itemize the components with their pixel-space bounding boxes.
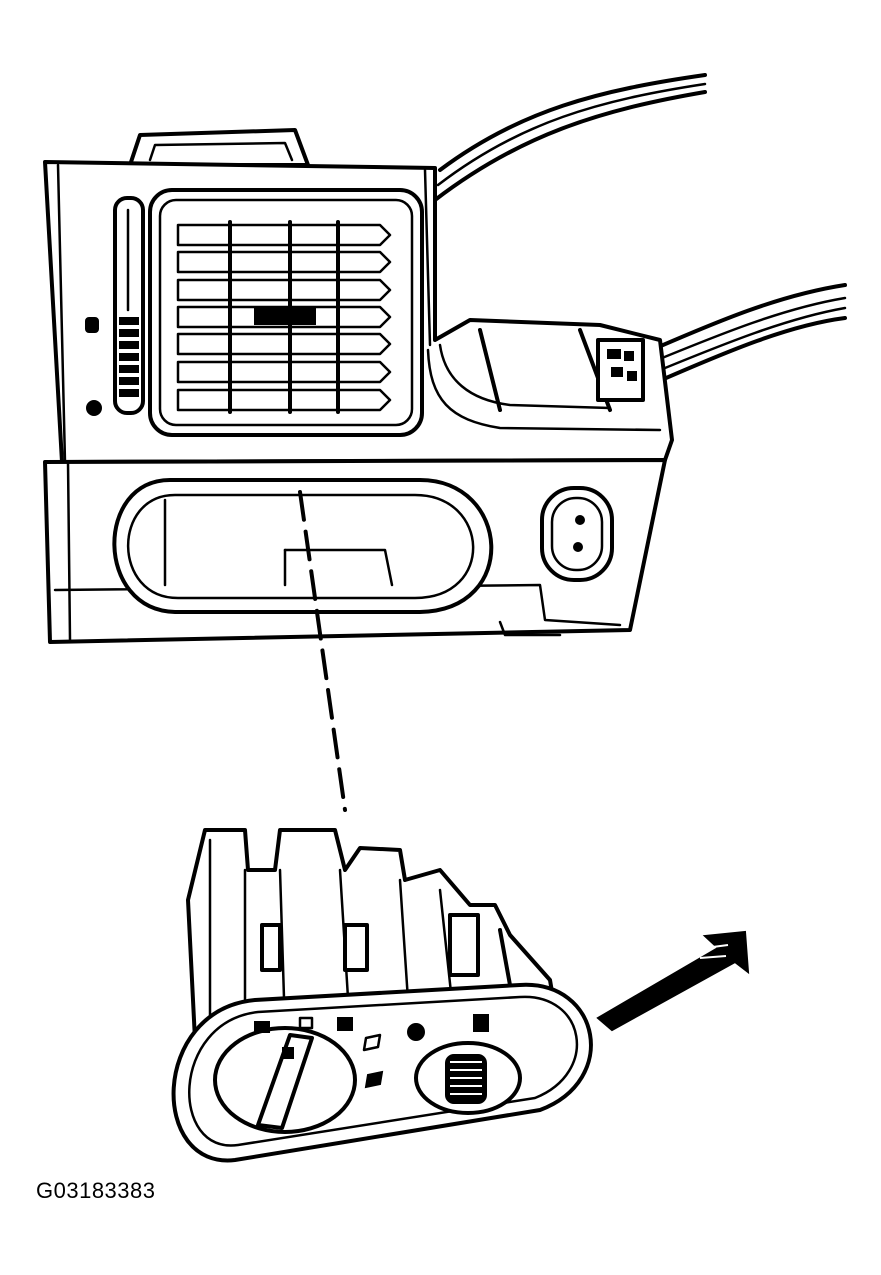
indicator-icon bbox=[473, 1014, 489, 1032]
parking-lamp-icon bbox=[254, 1021, 270, 1033]
fog-lamp-icon bbox=[362, 1033, 382, 1052]
rotary-knob[interactable] bbox=[213, 1026, 357, 1134]
switch-faceplate bbox=[171, 982, 593, 1163]
off-icon bbox=[298, 1016, 314, 1030]
headlamp-switch-assembly bbox=[171, 828, 593, 1163]
headlamp-switch-opening bbox=[112, 478, 494, 614]
thumbwheel bbox=[119, 317, 139, 397]
figure-caption: G03183383 bbox=[36, 1178, 156, 1203]
alignment-line bbox=[298, 490, 347, 812]
dimmer-thumbwheel[interactable] bbox=[414, 1041, 522, 1115]
dome-lamp-icon bbox=[364, 1070, 384, 1089]
dimmer-icon-lower bbox=[86, 400, 102, 416]
panel-dimmer-icon bbox=[407, 1023, 425, 1041]
auxiliary-switch bbox=[540, 486, 614, 582]
a-c-vent-outlet bbox=[148, 188, 424, 437]
direction-arrow bbox=[596, 930, 750, 1032]
wire-harness-upper bbox=[433, 73, 707, 202]
dimmer-icon-upper bbox=[85, 317, 99, 333]
wire-harness-right bbox=[638, 283, 847, 387]
headlamp-icon bbox=[337, 1017, 353, 1031]
vent-louvers bbox=[176, 220, 392, 414]
